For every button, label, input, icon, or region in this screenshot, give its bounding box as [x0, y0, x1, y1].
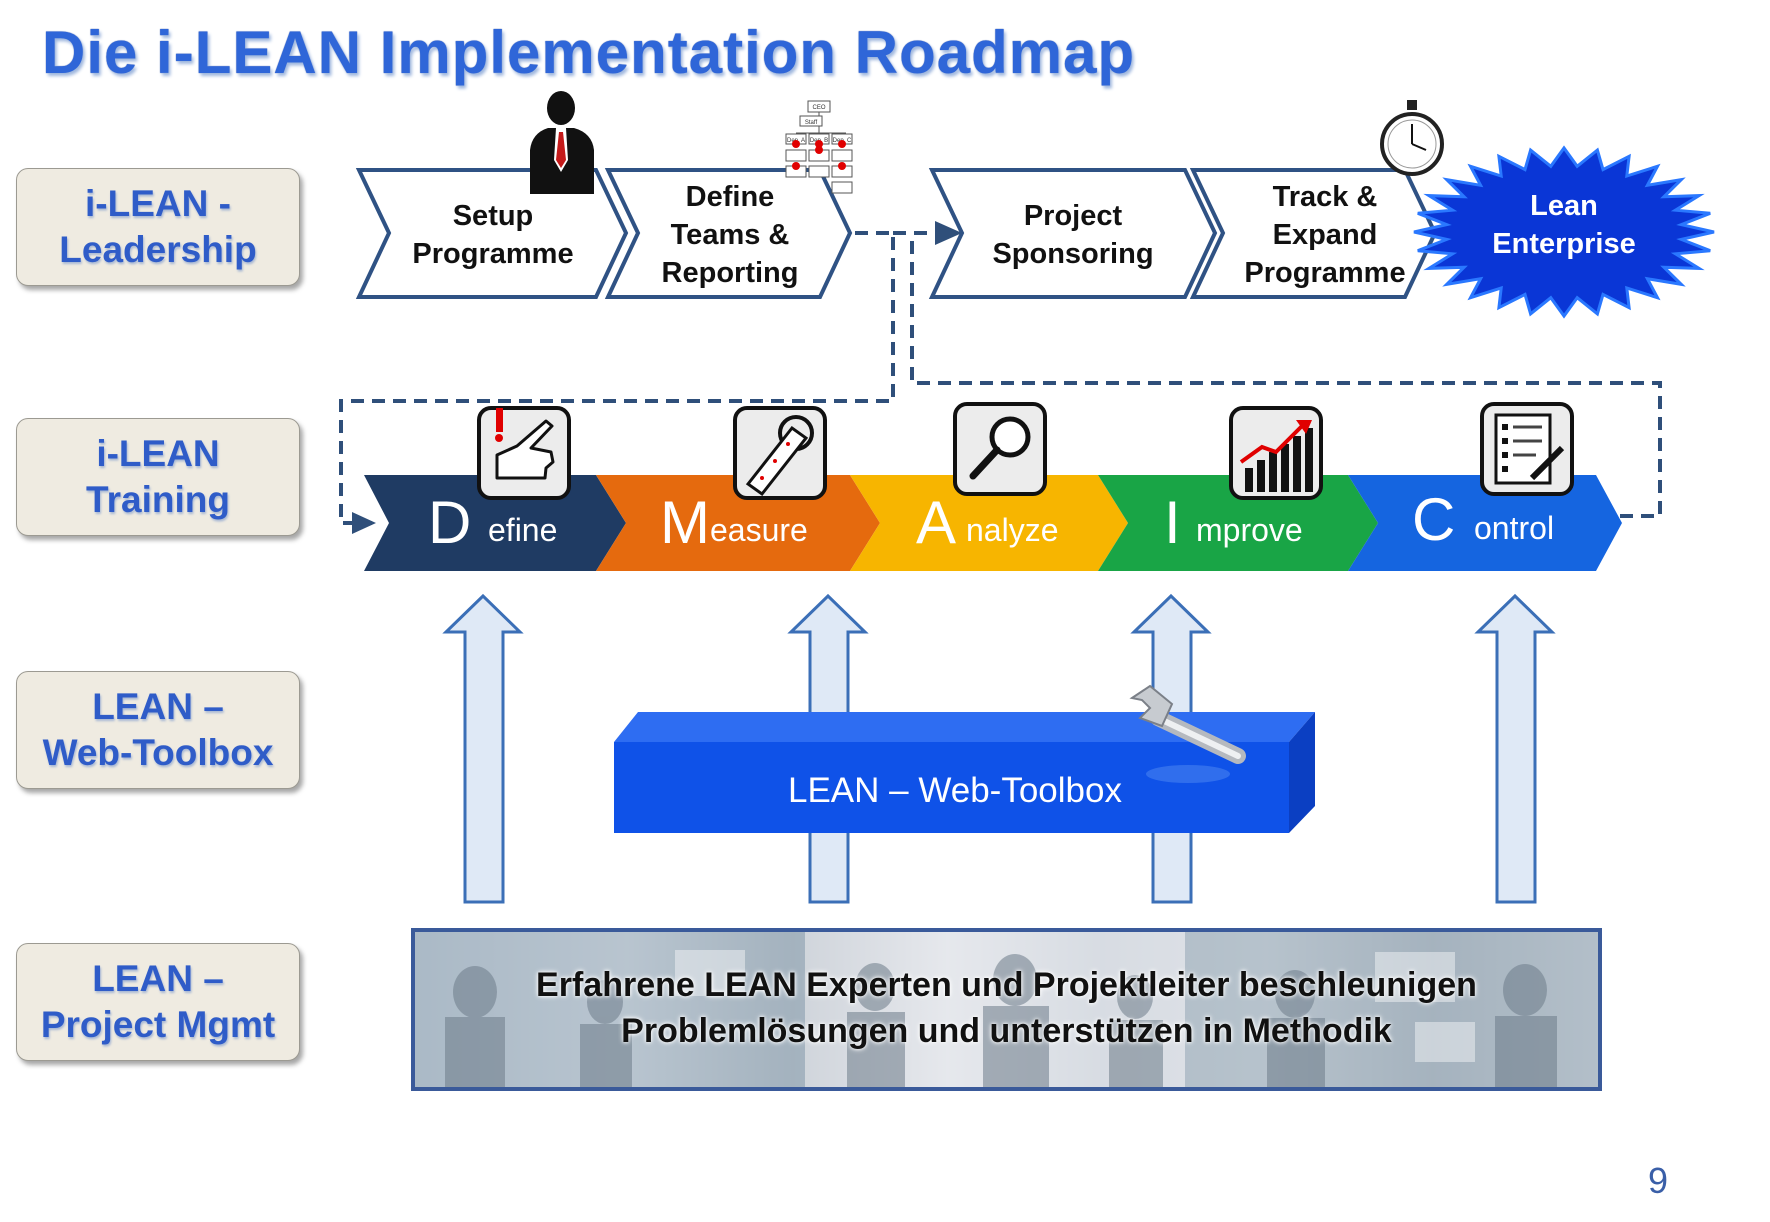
- step-line: Programme: [1244, 257, 1405, 289]
- connector-control-feedback: [910, 233, 1662, 518]
- pointing-hand-icon: [477, 406, 571, 500]
- dmaic-word: mprove: [1196, 512, 1303, 548]
- connector-arrowhead: [352, 512, 376, 534]
- dmaic-letter: C: [1412, 486, 1455, 553]
- step-line: Sponsoring: [992, 238, 1153, 270]
- stopwatch-icon: [1380, 100, 1444, 176]
- lean-enterprise-burst: Lean Enterprise: [1413, 145, 1715, 319]
- dmaic-word: easure: [710, 512, 808, 548]
- magnifier-icon: [953, 402, 1047, 496]
- up-arrow-control: [1474, 593, 1556, 904]
- dmaic-letter: I: [1164, 489, 1181, 556]
- burst-line: Enterprise: [1492, 228, 1635, 260]
- dmaic-word: nalyze: [966, 512, 1059, 548]
- org-chart-label: CEO: [812, 105, 825, 111]
- tape-measure-icon: [733, 406, 827, 500]
- step-line: Project: [1024, 200, 1123, 232]
- dmaic-letter: M: [660, 489, 710, 556]
- dmaic-letter: A: [916, 489, 956, 556]
- row-label-text: i-LEAN - Leadership: [59, 183, 257, 270]
- row-label-text: LEAN – Web-Toolbox: [42, 686, 274, 773]
- leadership-step-project-sponsoring: Project Sponsoring: [928, 168, 1218, 299]
- leadership-step-define-teams-reporting: Define Teams & Reporting: [604, 168, 853, 299]
- step-line: Reporting: [662, 257, 799, 289]
- banner-text: Erfahrene LEAN Experten und Projektleite…: [536, 966, 1477, 1050]
- expert-banner: Erfahrene LEAN Experten und Projektleite…: [411, 928, 1602, 1091]
- step-line: Expand: [1273, 219, 1378, 251]
- row-label-text: LEAN – Project Mgmt: [40, 958, 276, 1045]
- dmaic-letter: D: [428, 489, 471, 556]
- growth-chart-icon: [1229, 406, 1323, 500]
- step-line: Setup: [453, 200, 534, 232]
- page-title: Die i-LEAN Implementation Roadmap: [42, 19, 1136, 86]
- step-line: Teams &: [671, 219, 790, 251]
- step-line: Define: [686, 181, 775, 213]
- connector-leadership-to-define: [339, 231, 895, 525]
- row-label-text: i-LEAN Training: [86, 433, 230, 520]
- org-chart-label: Staff: [805, 120, 818, 126]
- web-toolbox-box: LEAN – Web-Toolbox: [614, 712, 1315, 833]
- page-number: 9: [1648, 1160, 1669, 1201]
- step-line: Programme: [412, 238, 573, 270]
- leadership-step-track-expand-programme: Track & Expand Programme: [1189, 168, 1438, 299]
- businessman-icon: [530, 91, 594, 194]
- web-toolbox-label: LEAN – Web-Toolbox: [788, 771, 1122, 810]
- dmaic-word: efine: [488, 512, 557, 548]
- team-photo-collage: [415, 932, 1598, 1087]
- step-line: Track &: [1273, 181, 1378, 213]
- connector-arrowhead: [935, 221, 962, 245]
- wrench-icon: [1129, 684, 1246, 783]
- leadership-step-setup-programme: Setup Programme: [355, 168, 629, 299]
- checklist-icon: [1480, 402, 1574, 496]
- dmaic-word: ontrol: [1474, 510, 1554, 546]
- dmaic-step-control: C ontrol: [1348, 475, 1622, 571]
- org-chart-icon: CEO Staff Dep. A Dep. B Dep. C: [785, 100, 853, 194]
- row-label-leadership: i-LEAN - Leadership: [16, 168, 300, 286]
- row-label-project-mgmt: LEAN – Project Mgmt: [16, 943, 300, 1061]
- burst-line: Lean: [1530, 190, 1598, 222]
- dmaic-step-analyze: A nalyze: [850, 475, 1128, 571]
- up-arrow-define: [442, 593, 524, 904]
- row-label-training: i-LEAN Training: [16, 418, 300, 536]
- row-label-web-toolbox: LEAN – Web-Toolbox: [16, 671, 300, 789]
